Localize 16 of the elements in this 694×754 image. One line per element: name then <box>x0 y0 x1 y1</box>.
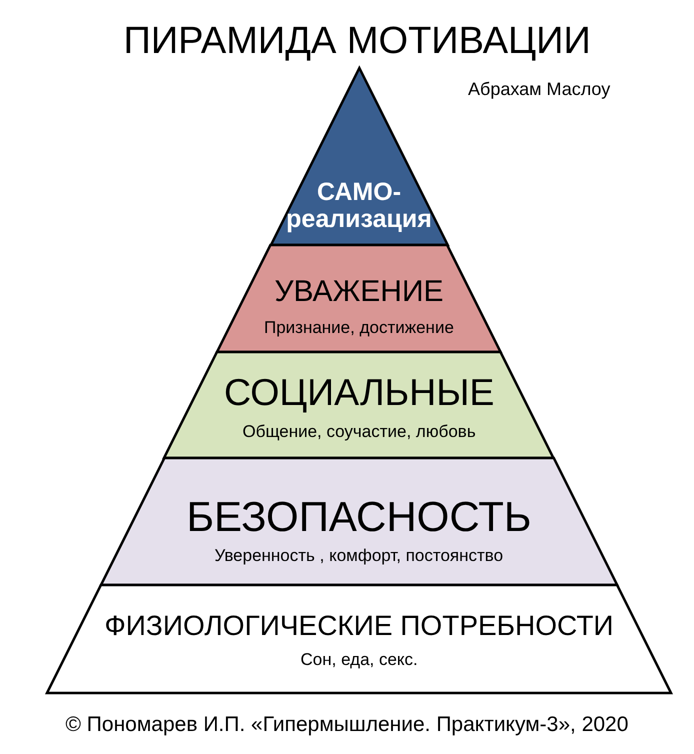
tier-description: Общение, соучастие, любовь <box>242 422 476 442</box>
pyramid-tier <box>44 582 674 696</box>
pyramid-apex <box>268 63 450 248</box>
tier-title: СОЦИАЛЬНЫЕ <box>224 372 494 413</box>
pyramid-tier <box>161 349 557 461</box>
tier-description: Сон, еда, секс. <box>300 650 418 670</box>
tier-description: Признание, достижение <box>264 318 454 338</box>
tier-title: БЕЗОПАСНОСТЬ <box>186 494 532 540</box>
diagram-title: ПИРАМИДА МОТИВАЦИИ <box>124 21 591 63</box>
tier-description: Уверенность , комфорт, постоянство <box>214 546 504 566</box>
tier-title: УВАЖЕНИЕ <box>274 274 444 308</box>
pyramid-tier <box>214 242 504 355</box>
author-name: Абрахам Маслоу <box>468 80 610 100</box>
tier-title: САМО- реализация <box>285 178 433 234</box>
tier-title: ФИЗИОЛОГИЧЕСКИЕ ПОТРЕБНОСТИ <box>104 610 614 642</box>
copyright-caption: © Пономарев И.П. «Гипермышление. Практикум-3», 2020 <box>66 712 628 736</box>
